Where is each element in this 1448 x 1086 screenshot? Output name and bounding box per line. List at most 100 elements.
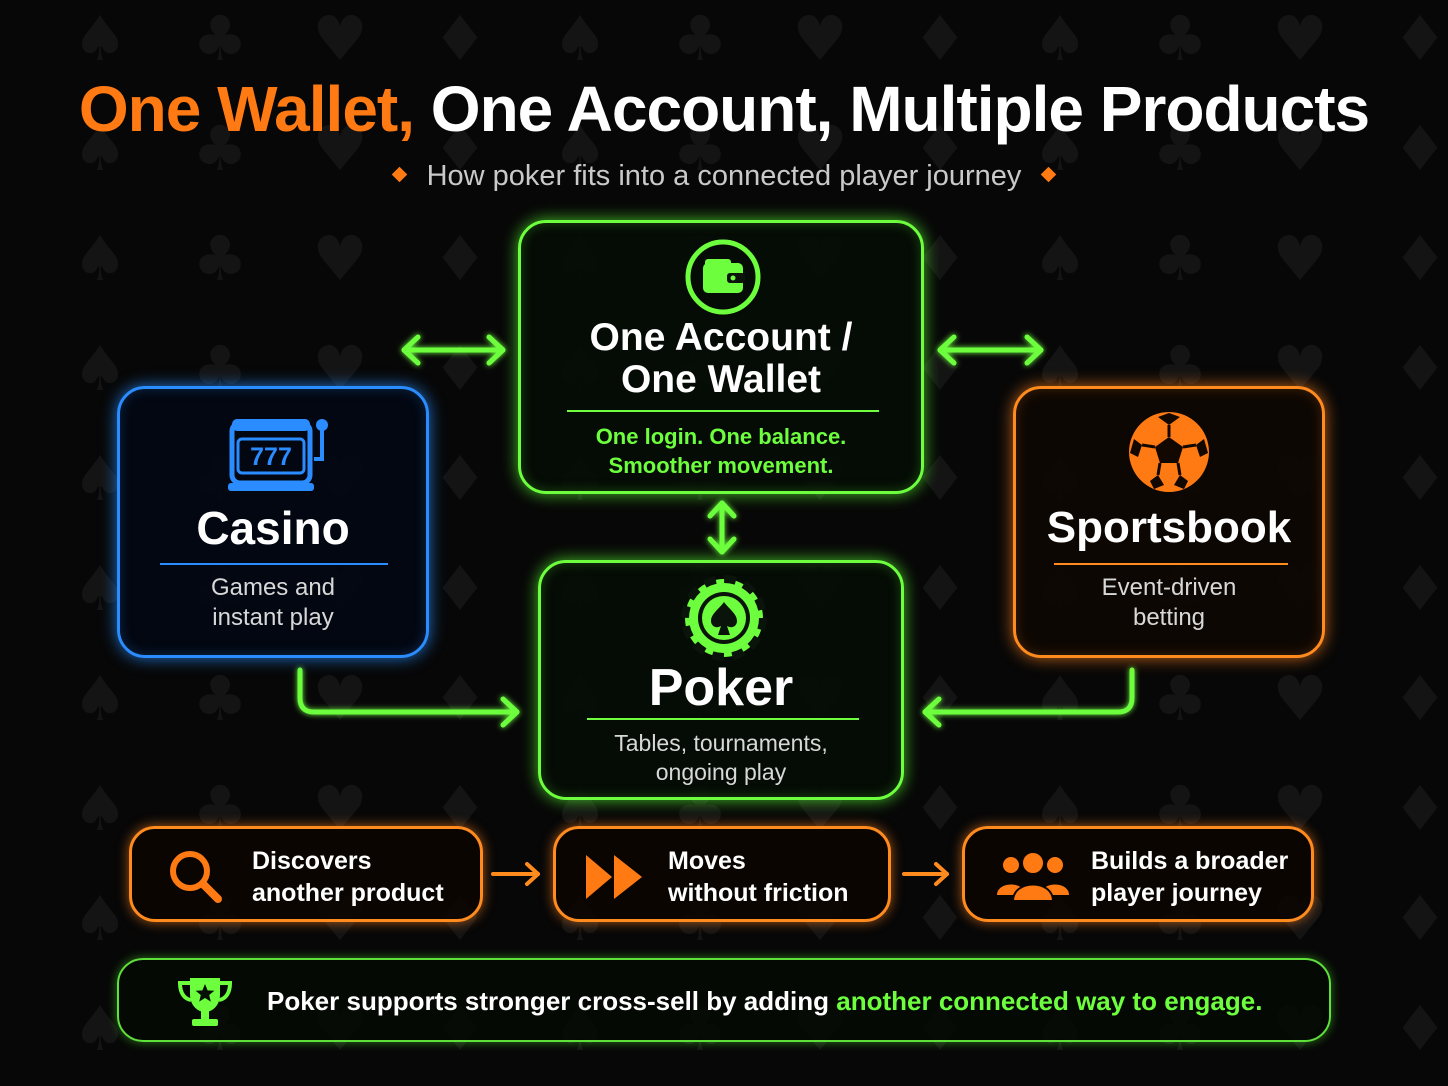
step-moves[interactable]: Moves without friction xyxy=(553,826,891,922)
search-icon xyxy=(170,851,222,903)
casino-divider xyxy=(160,563,388,565)
wallet-icon xyxy=(685,239,761,315)
suit-decoration: ♠ xyxy=(552,2,608,75)
suit-decoration: ♠ xyxy=(72,662,128,735)
wallet-desc-line1: One login. One balance. xyxy=(595,424,847,449)
suit-decoration: ♣ xyxy=(672,2,728,75)
suit-decoration: ♦ xyxy=(432,332,488,405)
diamond-icon xyxy=(1041,166,1057,183)
suit-decoration: ♦ xyxy=(1392,662,1448,735)
suit-decoration: ♣ xyxy=(1152,662,1208,735)
slot-digits: 777 xyxy=(250,443,292,471)
step-1-line1: Discovers xyxy=(252,847,372,875)
suit-decoration: ♦ xyxy=(432,442,488,515)
suit-decoration: ♦ xyxy=(1392,552,1448,625)
poker-title: Poker xyxy=(648,659,794,717)
suit-decoration: ♥ xyxy=(1272,112,1328,185)
suit-decoration: ♦ xyxy=(1392,442,1448,515)
suit-decoration: ♥ xyxy=(312,662,368,735)
node-one-wallet[interactable]: One Account / One Wallet One login. One … xyxy=(518,220,924,494)
banner-highlight: another connected way to engage. xyxy=(836,986,1263,1016)
title-highlight: One Wallet, xyxy=(78,73,415,145)
suit-decoration: ♣ xyxy=(672,112,728,185)
suit-decoration: ♦ xyxy=(1392,332,1448,405)
trophy-icon xyxy=(177,978,233,1026)
wallet-divider xyxy=(567,410,879,412)
title-rest: One Account, Multiple Products xyxy=(430,73,1370,145)
poker-divider xyxy=(587,718,859,720)
suit-decoration: ♥ xyxy=(312,112,368,185)
poker-desc-line1: Tables, tournaments, xyxy=(614,730,828,756)
step-3-line1: Builds a broader xyxy=(1091,847,1289,875)
node-poker[interactable]: Poker Tables, tournaments, ongoing play xyxy=(538,560,904,800)
suit-decoration: ♥ xyxy=(792,2,848,75)
users-icon xyxy=(997,851,1069,902)
suit-decoration: ♦ xyxy=(912,772,968,845)
suit-decoration: ♦ xyxy=(432,112,488,185)
diamond-icon xyxy=(391,166,407,183)
suit-decoration: ♠ xyxy=(552,112,608,185)
step-builds[interactable]: Builds a broader player journey xyxy=(962,826,1314,922)
poker-desc-line2: ongoing play xyxy=(655,759,787,785)
suit-decoration: ♦ xyxy=(912,662,968,735)
suit-decoration: ♥ xyxy=(1272,2,1328,75)
page-subtitle: How poker fits into a connected player j… xyxy=(0,160,1448,193)
suit-decoration: ♥ xyxy=(312,2,368,75)
suit-decoration: ♠ xyxy=(72,2,128,75)
sportsbook-desc-line2: betting xyxy=(1132,604,1206,631)
suit-decoration: ♣ xyxy=(1152,222,1208,295)
sportsbook-title: Sportsbook xyxy=(1046,503,1292,552)
suit-decoration: ♦ xyxy=(1392,2,1448,75)
banner-message: Poker supports stronger cross-sell by ad… xyxy=(267,986,1262,1017)
suit-decoration: ♦ xyxy=(1392,222,1448,295)
wallet-title-line2: One Wallet xyxy=(620,358,822,401)
suit-decoration: ♦ xyxy=(1392,772,1448,845)
sportsbook-divider xyxy=(1054,563,1288,565)
casino-desc-line1: Games and xyxy=(210,574,336,601)
suit-decoration: ♥ xyxy=(1272,222,1328,295)
suit-decoration: ♥ xyxy=(1272,662,1328,735)
node-sportsbook[interactable]: Sportsbook Event-driven betting xyxy=(1013,386,1325,658)
step-2-line1: Moves xyxy=(668,847,746,875)
suit-decoration: ♦ xyxy=(1392,992,1448,1065)
step-3-line2: player journey xyxy=(1091,879,1262,907)
suit-decoration: ♦ xyxy=(912,882,968,955)
suit-decoration: ♦ xyxy=(432,222,488,295)
suit-decoration: ♣ xyxy=(192,222,248,295)
casino-desc-line2: instant play xyxy=(212,604,334,631)
wallet-title-line1: One Account / xyxy=(589,316,853,359)
suit-decoration: ♦ xyxy=(912,2,968,75)
suit-decoration: ♦ xyxy=(1392,882,1448,955)
cross-sell-banner: Poker supports stronger cross-sell by ad… xyxy=(117,958,1331,1042)
suit-decoration: ♦ xyxy=(432,2,488,75)
suit-decoration: ♦ xyxy=(912,112,968,185)
suit-decoration: ♦ xyxy=(432,552,488,625)
casino-title: Casino xyxy=(196,502,350,554)
node-casino[interactable]: 777 Casino Games and instant play xyxy=(117,386,429,658)
suit-decoration: ♥ xyxy=(792,112,848,185)
suit-decoration: ♠ xyxy=(72,222,128,295)
poker-chip-icon xyxy=(681,575,767,661)
suit-decoration: ♠ xyxy=(72,112,128,185)
page-title: One Wallet, One Account, Multiple Produc… xyxy=(0,72,1448,146)
suit-decoration: ♠ xyxy=(72,882,128,955)
step-discovers[interactable]: Discovers another product xyxy=(129,826,483,922)
suit-decoration: ♣ xyxy=(192,2,248,75)
slot-machine-icon: 777 xyxy=(228,419,328,491)
soccer-ball-icon xyxy=(1129,412,1209,492)
suit-decoration: ♦ xyxy=(1392,112,1448,185)
subtitle-text: How poker fits into a connected player j… xyxy=(426,160,1022,192)
suit-decoration: ♥ xyxy=(312,222,368,295)
suit-decoration: ♠ xyxy=(1032,2,1088,75)
banner-text: Poker supports stronger cross-sell by ad… xyxy=(267,986,837,1016)
suit-decoration: ♠ xyxy=(1032,222,1088,295)
suit-decoration: ♦ xyxy=(432,662,488,735)
sportsbook-desc-line1: Event-driven xyxy=(1101,574,1237,601)
step-1-line2: another product xyxy=(252,879,444,907)
suit-decoration: ♣ xyxy=(1152,112,1208,185)
step-2-line2: without friction xyxy=(668,879,849,907)
suit-decoration: ♣ xyxy=(1152,2,1208,75)
fast-forward-icon xyxy=(586,855,642,899)
suit-decoration: ♣ xyxy=(192,112,248,185)
suit-decoration: ♠ xyxy=(1032,662,1088,735)
